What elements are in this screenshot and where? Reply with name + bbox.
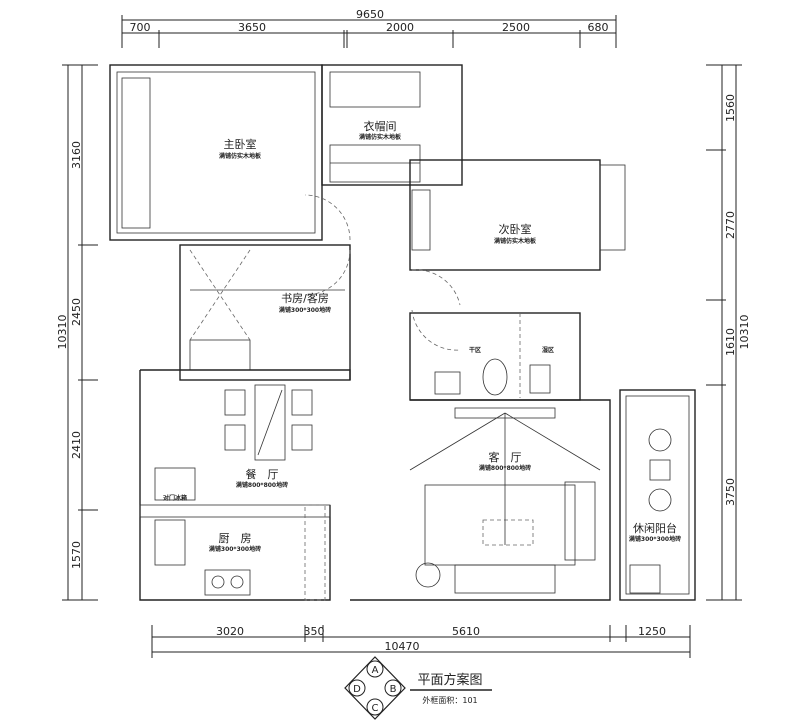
compass-c: C bbox=[372, 703, 379, 714]
study-label: 书房/客房 bbox=[281, 291, 329, 305]
master-bedroom-floor: 满铺仿实木地板 bbox=[219, 152, 262, 160]
fridge-label: 对门冰箱 bbox=[163, 494, 187, 502]
dim-left-3: 2410 bbox=[70, 431, 83, 459]
dim-top-3: 2000 bbox=[386, 21, 414, 34]
plan-title: 平面方案图 bbox=[417, 672, 482, 688]
kitchen-label: 厨 房 bbox=[219, 532, 252, 545]
right-dimensions: 10310 1560 2770 1610 3750 bbox=[706, 64, 751, 601]
second-bedroom-floor: 满铺仿实木地板 bbox=[494, 237, 537, 245]
compass-d: D bbox=[353, 684, 361, 695]
balcony-floor: 满铺300*300地砖 bbox=[629, 535, 681, 543]
master-bedroom-label: 主卧室 bbox=[224, 137, 257, 151]
dim-left-total: 10310 bbox=[56, 315, 69, 350]
dim-right-4: 3750 bbox=[724, 478, 737, 506]
room-labels: 主卧室 满铺仿实木地板 衣帽间 满铺仿实木地板 次卧室 满铺仿实木地板 书房/客… bbox=[163, 119, 681, 553]
kitchen-floor: 满铺300*300地砖 bbox=[209, 545, 261, 553]
dim-left-2: 2450 bbox=[70, 298, 83, 326]
closet-label: 衣帽间 bbox=[364, 119, 397, 133]
compass-a: A bbox=[372, 665, 379, 676]
dim-left-4: 1570 bbox=[70, 541, 83, 569]
dim-right-2: 2770 bbox=[724, 211, 737, 239]
dim-bottom-3: 5610 bbox=[452, 625, 480, 638]
dining-floor: 满铺800*800地砖 bbox=[236, 481, 288, 489]
title-block: A B C D 平面方案图 外框面积：101 bbox=[344, 656, 492, 720]
dim-top-4: 2500 bbox=[502, 21, 530, 34]
dim-right-3: 1610 bbox=[724, 328, 737, 356]
balcony-label: 休闲阳台 bbox=[633, 521, 677, 535]
dim-bottom-2: 350 bbox=[304, 625, 325, 638]
dim-top-2: 3650 bbox=[238, 21, 266, 34]
dining-label: 餐 厅 bbox=[246, 467, 279, 481]
compass-icon: A B C D bbox=[344, 656, 406, 720]
dim-right-1: 1560 bbox=[724, 94, 737, 122]
dim-left-1: 3160 bbox=[70, 141, 83, 169]
bottom-dimensions: 3020 350 5610 1250 10470 bbox=[151, 625, 691, 658]
dim-bottom-1: 3020 bbox=[216, 625, 244, 638]
living-label: 客 厅 bbox=[489, 450, 522, 464]
dim-top-total: 9650 bbox=[356, 8, 384, 21]
top-dimensions: 9650 700 3650 2000 2500 680 bbox=[121, 8, 617, 48]
left-dimensions: 10310 3160 2450 2410 1570 bbox=[56, 64, 98, 601]
dim-right-total: 10310 bbox=[738, 315, 751, 350]
walls bbox=[109, 64, 696, 601]
second-bedroom-label: 次卧室 bbox=[499, 222, 532, 236]
dim-bottom-total: 10470 bbox=[385, 640, 420, 653]
plan-subtitle: 外框面积：101 bbox=[422, 695, 477, 705]
dry-area-label: 干区 bbox=[469, 346, 481, 354]
dim-top-5: 680 bbox=[588, 21, 609, 34]
dim-bottom-4: 1250 bbox=[638, 625, 666, 638]
closet-floor: 满铺仿实木地板 bbox=[359, 133, 402, 141]
dim-top-1: 700 bbox=[130, 21, 151, 34]
study-floor: 满铺300*300地砖 bbox=[279, 306, 331, 314]
living-floor: 满铺800*800地砖 bbox=[479, 464, 531, 472]
compass-b: B bbox=[390, 684, 397, 695]
wet-area-label: 湿区 bbox=[542, 346, 554, 354]
